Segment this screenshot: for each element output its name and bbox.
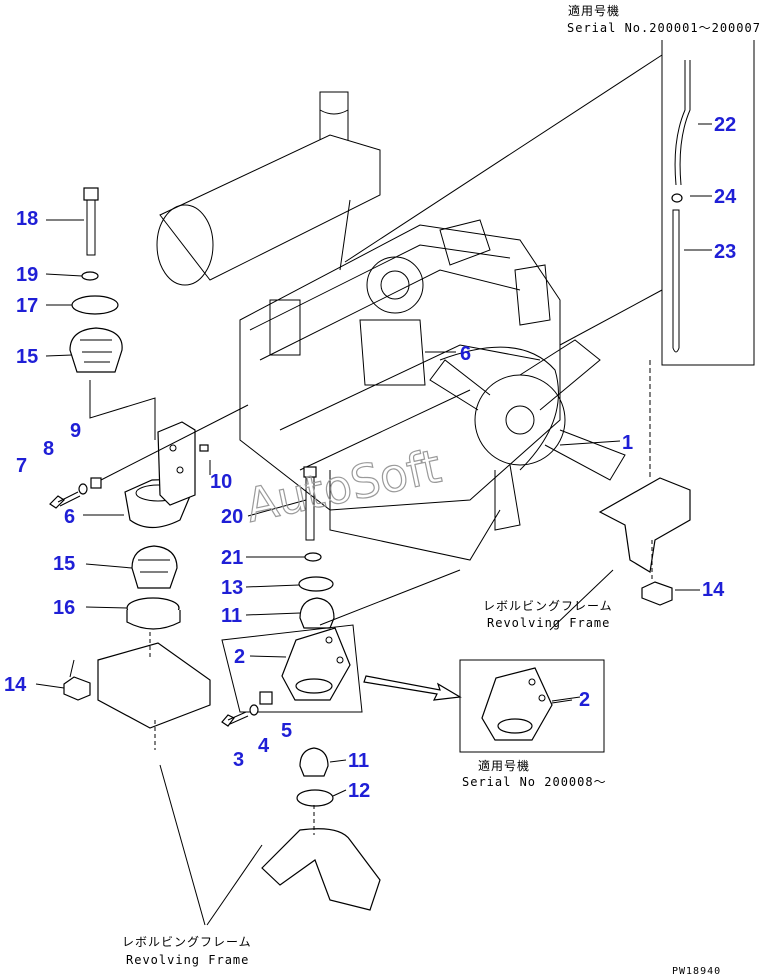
callout-22: 22	[714, 114, 736, 136]
serial-mid-line2: Serial No 200008～	[462, 775, 607, 789]
callout-17: 17	[16, 295, 38, 317]
leader-lines	[35, 219, 621, 926]
callout-14-left: 14	[4, 674, 27, 696]
variant-box	[363, 659, 605, 753]
serial-mid-line1: 適用号機	[478, 758, 530, 773]
frame-bottom-en: Revolving Frame	[126, 953, 249, 967]
callout-20: 20	[221, 506, 243, 528]
callout-12: 12	[348, 780, 370, 802]
callout-23: 23	[714, 241, 736, 263]
callout-numbers: 1 2 2 3 4 5 6 6 7 8 9 10 11 11 12 13 14 …	[4, 114, 737, 802]
left-mount-stack	[49, 187, 249, 529]
callout-8: 8	[43, 438, 54, 460]
right-frame-piece	[598, 360, 700, 606]
serial-top-line2: Serial No.200001～200007	[567, 21, 761, 35]
callout-24: 24	[714, 186, 737, 208]
callout-18: 18	[16, 208, 38, 230]
callout-6-engine: 6	[460, 343, 471, 365]
callout-10: 10	[210, 471, 232, 493]
callout-9: 9	[70, 420, 81, 442]
callout-13: 13	[221, 577, 243, 599]
callout-16: 16	[53, 597, 75, 619]
frame-right-en: Revolving Frame	[487, 616, 610, 630]
callout-7: 7	[16, 455, 27, 477]
engine-assembly	[156, 91, 626, 561]
serial-top-line1: 適用号機	[568, 3, 620, 18]
left-lower-mount	[63, 545, 211, 750]
callout-6-bracket: 6	[64, 506, 75, 528]
callout-21: 21	[221, 547, 243, 569]
frame-right-jp: レボルビングフレーム	[483, 599, 613, 613]
callout-4: 4	[258, 735, 270, 757]
callout-15-lower: 15	[53, 553, 75, 575]
callout-3: 3	[233, 749, 244, 771]
callout-15-upper: 15	[16, 346, 38, 368]
callout-2: 2	[234, 646, 245, 668]
callout-11-upper: 11	[221, 605, 242, 627]
callout-2-variant: 2	[579, 689, 590, 711]
frame-bottom-jp: レボルビングフレーム	[122, 935, 252, 949]
callout-1: 1	[622, 432, 633, 454]
drawing-code: PW18940	[672, 966, 721, 977]
callout-11-lower: 11	[348, 750, 369, 772]
dipstick-group	[344, 40, 755, 366]
callout-19: 19	[16, 264, 38, 286]
callout-5: 5	[281, 720, 292, 742]
center-mount-stack	[221, 466, 461, 911]
callout-14-right: 14	[702, 579, 725, 601]
